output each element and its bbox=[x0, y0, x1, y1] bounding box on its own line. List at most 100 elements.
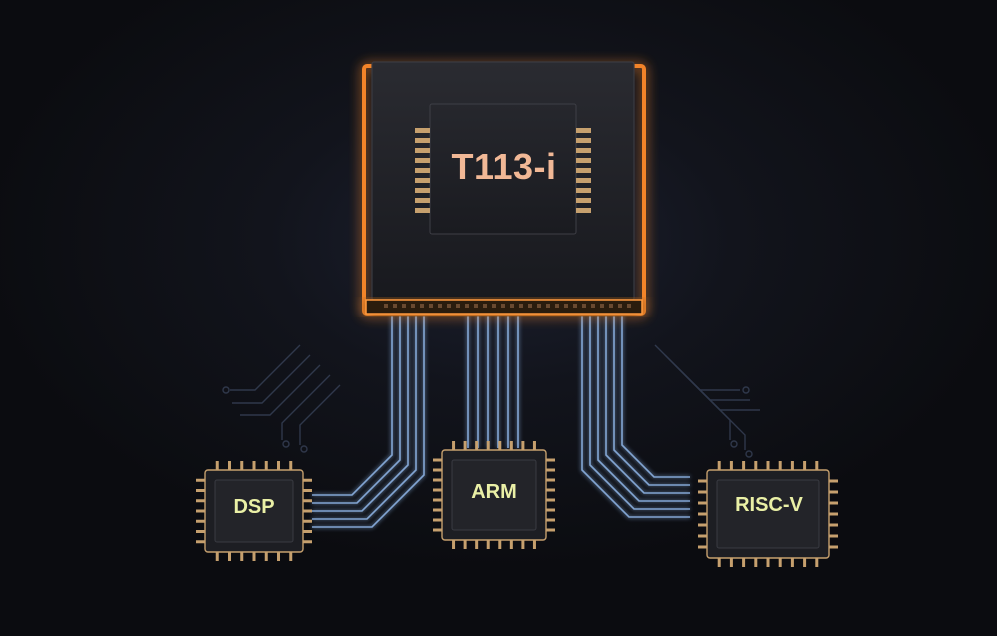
pin bbox=[303, 509, 312, 513]
pin bbox=[303, 540, 312, 544]
pin bbox=[196, 478, 205, 482]
pin bbox=[433, 498, 442, 502]
pin bbox=[498, 441, 502, 450]
pin bbox=[573, 304, 577, 308]
pin bbox=[790, 558, 794, 567]
pin bbox=[240, 461, 244, 470]
pin bbox=[729, 558, 733, 567]
pin bbox=[483, 304, 487, 308]
pin bbox=[215, 461, 219, 470]
pin bbox=[600, 304, 604, 308]
pin bbox=[576, 188, 591, 193]
pin bbox=[618, 304, 622, 308]
pin bbox=[546, 508, 555, 512]
pin bbox=[698, 490, 707, 494]
pin bbox=[742, 461, 746, 470]
pin bbox=[196, 499, 205, 503]
pin bbox=[546, 468, 555, 472]
pin bbox=[289, 552, 293, 561]
pin bbox=[252, 552, 256, 561]
pin bbox=[546, 518, 555, 522]
pin bbox=[228, 552, 231, 561]
pin bbox=[384, 304, 388, 308]
pin bbox=[452, 540, 456, 549]
pin bbox=[486, 441, 490, 450]
pin bbox=[609, 304, 613, 308]
pin bbox=[420, 304, 424, 308]
pin bbox=[532, 540, 536, 549]
pin bbox=[196, 489, 205, 492]
pin bbox=[465, 304, 469, 308]
riscv-chip-label: RISC-V bbox=[735, 494, 803, 516]
pin bbox=[729, 461, 733, 470]
pin bbox=[252, 461, 256, 470]
main-processor-chip bbox=[362, 61, 646, 316]
pin bbox=[829, 512, 838, 516]
pin bbox=[509, 441, 513, 450]
pin bbox=[411, 304, 415, 308]
pin bbox=[415, 148, 430, 153]
pin bbox=[264, 552, 268, 561]
pin bbox=[438, 304, 442, 308]
pin bbox=[591, 304, 595, 308]
pin bbox=[463, 441, 467, 450]
pin bbox=[433, 528, 442, 532]
main-chip-die-pins bbox=[415, 128, 591, 213]
pin bbox=[277, 552, 280, 561]
pin bbox=[402, 304, 406, 308]
pin bbox=[829, 523, 838, 527]
pin bbox=[415, 158, 430, 163]
pin bbox=[532, 441, 536, 450]
main-chip-bottom-pins bbox=[384, 304, 631, 308]
pin bbox=[393, 304, 397, 308]
pin bbox=[429, 304, 433, 308]
pin bbox=[576, 148, 591, 153]
pin bbox=[766, 558, 770, 567]
pin bbox=[576, 138, 591, 143]
pin bbox=[486, 540, 490, 549]
pin bbox=[452, 441, 456, 450]
background-circuit-traces bbox=[130, 87, 879, 285]
chip-die bbox=[451, 459, 537, 531]
pin bbox=[196, 509, 205, 513]
pin bbox=[546, 458, 555, 462]
pin bbox=[240, 552, 244, 561]
pin bbox=[537, 304, 541, 308]
arm-chip bbox=[433, 441, 555, 549]
main-chip-label: T113-i bbox=[451, 146, 557, 187]
pin bbox=[627, 304, 631, 308]
pin bbox=[415, 188, 430, 193]
pin bbox=[829, 479, 838, 483]
dsp-chip bbox=[196, 461, 312, 561]
pin bbox=[415, 168, 430, 173]
pin bbox=[829, 490, 838, 494]
pin bbox=[815, 558, 819, 567]
pin bbox=[754, 461, 758, 470]
pin bbox=[576, 168, 591, 173]
pin bbox=[303, 478, 312, 482]
pin bbox=[510, 304, 514, 308]
pin bbox=[474, 304, 478, 308]
pin bbox=[803, 461, 807, 470]
pin bbox=[433, 508, 442, 512]
pin bbox=[521, 441, 525, 450]
pin bbox=[576, 208, 591, 213]
pin bbox=[447, 304, 451, 308]
pin bbox=[717, 461, 721, 470]
pin bbox=[415, 208, 430, 213]
pin bbox=[546, 528, 555, 532]
pin bbox=[228, 461, 231, 470]
pin bbox=[546, 498, 555, 502]
interconnect-traces bbox=[312, 312, 690, 528]
pin bbox=[303, 499, 312, 503]
pin bbox=[519, 304, 523, 308]
pin bbox=[698, 512, 707, 516]
pin bbox=[415, 138, 430, 143]
pin bbox=[433, 488, 442, 492]
pin bbox=[829, 534, 838, 538]
pin bbox=[303, 489, 312, 492]
pin bbox=[576, 198, 591, 203]
pin bbox=[303, 519, 312, 523]
arm-chip-label: ARM bbox=[471, 481, 517, 503]
